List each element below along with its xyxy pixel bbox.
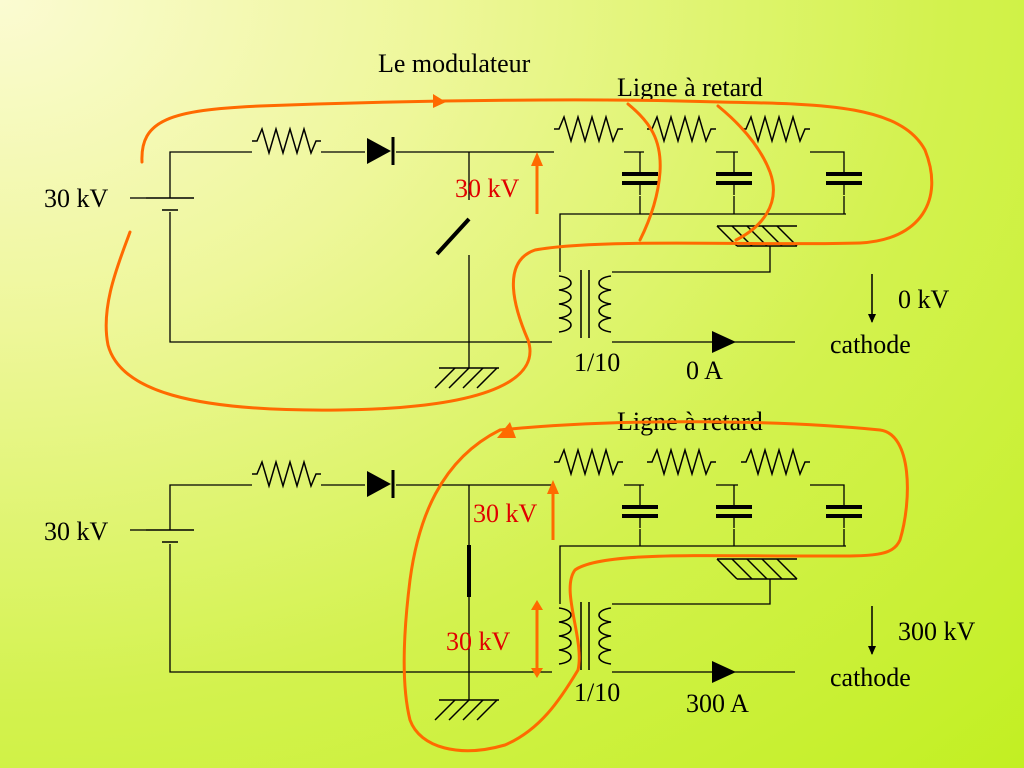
bottom-transformer-ratio: 1/10: [574, 678, 620, 707]
bottom-diode: [367, 470, 395, 498]
top-transformer-ratio: 1/10: [574, 348, 620, 377]
top-delay-line-label: Ligne à retard: [617, 73, 763, 102]
bottom-wiring: [169, 484, 846, 700]
top-output-current: 0 A: [686, 356, 723, 385]
top-ground: [434, 367, 500, 389]
top-switch-voltage: 30 kV: [455, 174, 520, 203]
top-resistor: [251, 128, 322, 154]
bottom-ground: [434, 699, 500, 721]
top-cathode-label: cathode: [830, 330, 911, 359]
slide-title: Le modulateur: [378, 49, 531, 78]
bottom-line-voltage: 30 kV: [473, 499, 538, 528]
top-source-voltage: 30 kV: [44, 184, 109, 213]
bottom-current-loop: [402, 420, 909, 753]
bottom-cathode-label: cathode: [830, 663, 911, 692]
top-battery: 30 kV: [44, 184, 195, 213]
bottom-source-voltage: 30 kV: [44, 517, 109, 546]
bottom-circuit: Ligne à retard 30 kV: [44, 407, 976, 753]
bottom-delay-line-ground: [716, 558, 798, 580]
top-delay-line: [553, 116, 864, 197]
bottom-primary-voltage: 30 kV: [446, 627, 511, 656]
bottom-transformer: 1/10: [558, 601, 620, 707]
top-diode: [367, 137, 395, 165]
bottom-output-current: 300 A: [686, 689, 749, 718]
bottom-delay-line: [553, 449, 864, 530]
bottom-resistor: [251, 461, 322, 487]
top-output-voltage: 0 kV: [898, 285, 950, 314]
top-current-loop: [104, 98, 934, 412]
top-circuit: Ligne à retard 30 kV: [44, 73, 950, 412]
top-switch-open: [435, 217, 471, 256]
top-transformer: 1/10: [558, 269, 620, 377]
top-wiring: [169, 151, 846, 368]
bottom-current-arrow: [712, 661, 736, 683]
top-current-arrow: [712, 331, 736, 353]
bottom-battery: 30 kV: [44, 517, 195, 546]
bottom-output-voltage: 300 kV: [898, 617, 976, 646]
